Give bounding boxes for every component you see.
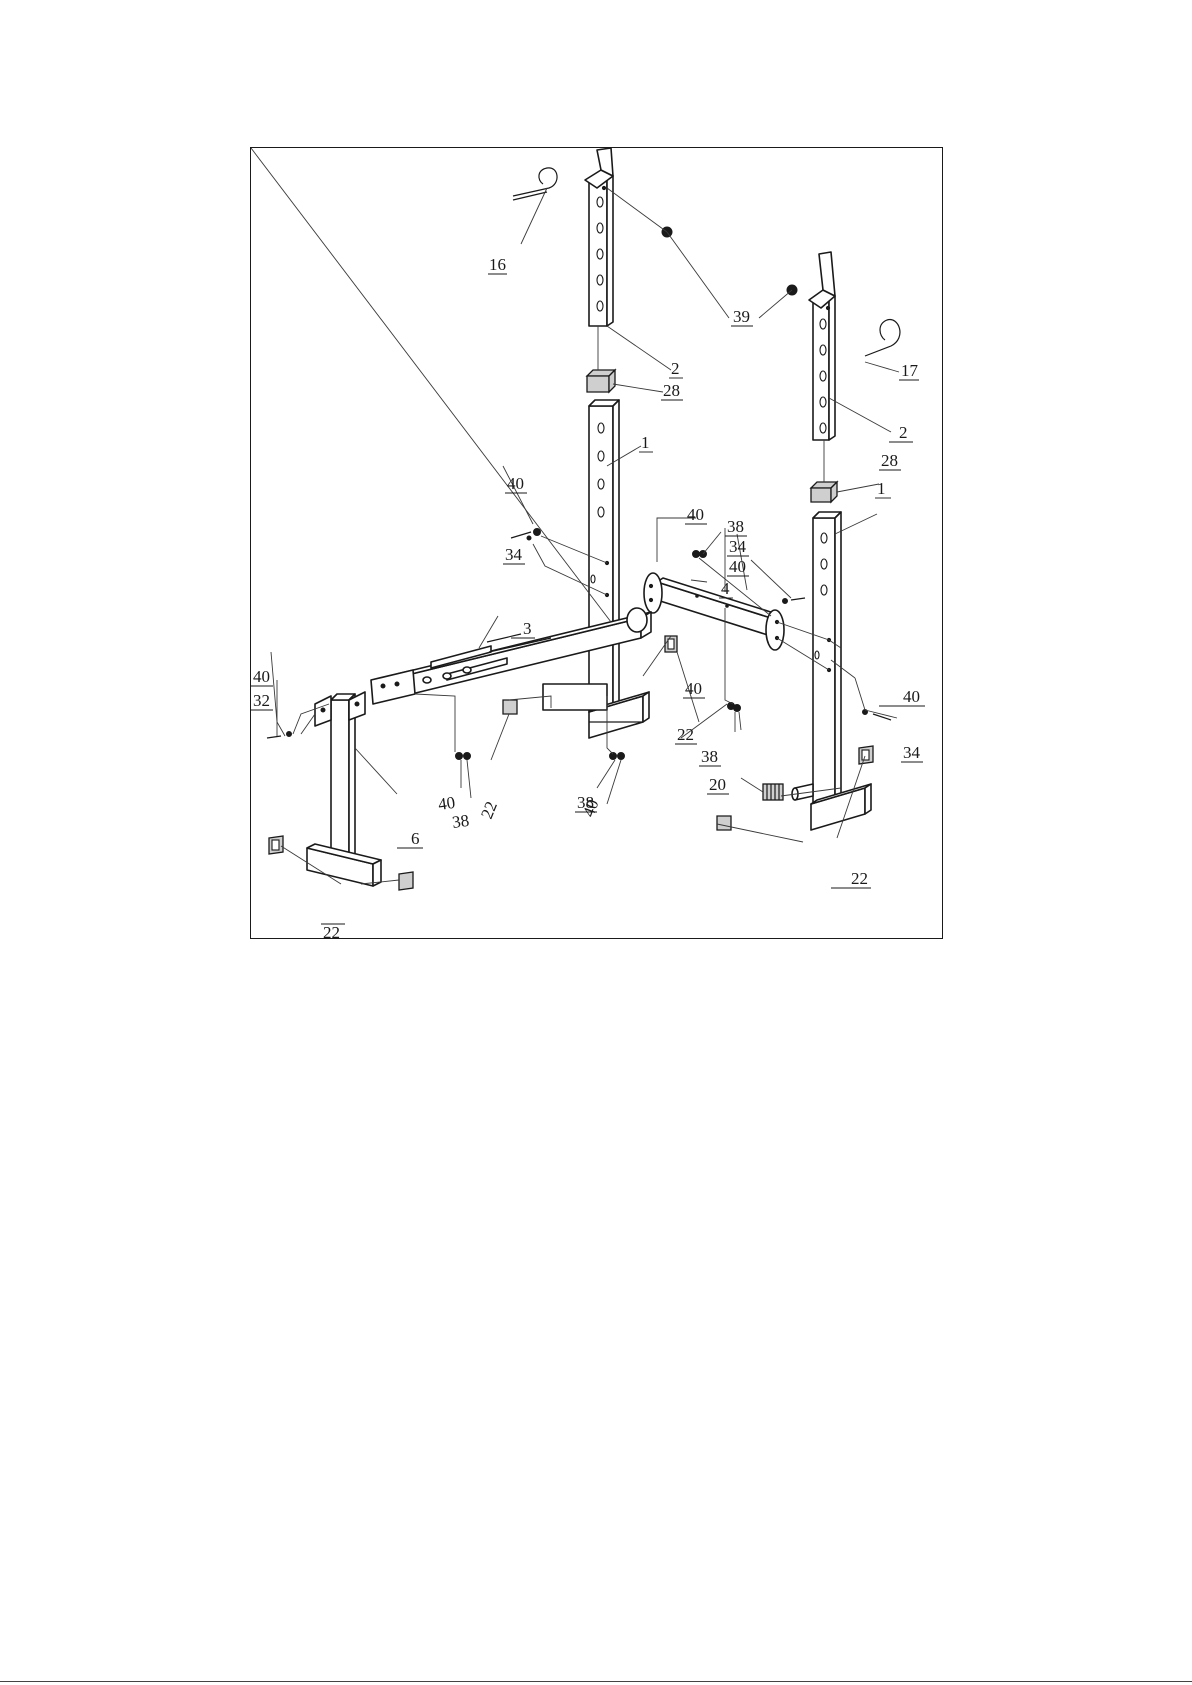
washers-40-38-c [456,753,471,760]
end-cap-22-a [503,700,517,714]
callout-38-d: 38 [701,747,718,766]
callout-34-a: 34 [505,545,523,564]
callout-40-c: 40 [729,557,746,576]
callout-28-left: 28 [663,381,680,400]
callout-40-g: 40 [685,679,702,698]
bolt-32 [267,732,292,739]
callout-2-right: 2 [899,423,908,442]
callout-1-right: 1 [877,479,886,498]
washers-38-40-a [693,551,707,558]
callout-2-left: 2 [671,359,680,378]
end-cap-22-c [717,816,731,830]
callout-39: 39 [733,307,750,326]
callout-34-c: 34 [903,743,921,762]
diagram-frame: 16 39 2 28 17 2 1 28 1 40 34 40 38 34 40… [250,147,943,939]
callout-40-d: 40 [253,667,270,686]
end-cap-22-d [859,746,873,764]
callout-20: 20 [709,775,726,794]
upper-tube-2-right [809,252,835,440]
callout-22-a: 22 [477,799,501,822]
callout-40-a: 40 [507,474,524,493]
washers-38-40-b [728,703,741,712]
callout-28-right: 28 [881,451,898,470]
callout-40-h: 40 [903,687,920,706]
rear-foot-block [543,684,607,710]
callout-38-b: 38 [451,811,470,832]
front-leg-6 [307,692,381,886]
washers-38-40-d [610,753,625,760]
callout-6: 6 [411,829,420,848]
end-cap-22-e [269,836,283,854]
exploded-assembly-drawing: 16 39 2 28 17 2 1 28 1 40 34 40 38 34 40… [251,148,944,940]
callout-17: 17 [901,361,919,380]
callout-22-c: 22 [323,923,340,940]
end-cap-28-right [811,482,837,502]
end-cap-28-left [587,370,615,392]
knob-20 [763,784,783,800]
callout-34-b: 34 [729,537,747,556]
bolt-34-b [783,598,806,604]
callout-22-b: 22 [677,725,694,744]
j-hook-16 [513,168,557,200]
callout-38-a: 38 [727,517,744,536]
bolt-34-left [511,529,541,541]
callout-22-d: 22 [851,869,868,888]
bolt-34-c [863,710,892,721]
callout-4: 4 [721,579,730,598]
page-bottom-rule [0,1681,1192,1682]
upright-post-right [792,512,871,830]
j-hook-17 [865,320,900,356]
callout-40-e: 40 [437,793,456,814]
callout-40-f: 40 [579,797,603,819]
callout-16: 16 [489,255,506,274]
callout-32: 32 [253,691,270,710]
end-cap-22-f [399,872,413,890]
callout-1-left: 1 [641,433,650,452]
callout-40-b: 40 [687,505,704,524]
callout-3: 3 [523,619,532,638]
upper-tube-2-left [585,148,613,326]
end-cap-22-b [665,636,677,652]
